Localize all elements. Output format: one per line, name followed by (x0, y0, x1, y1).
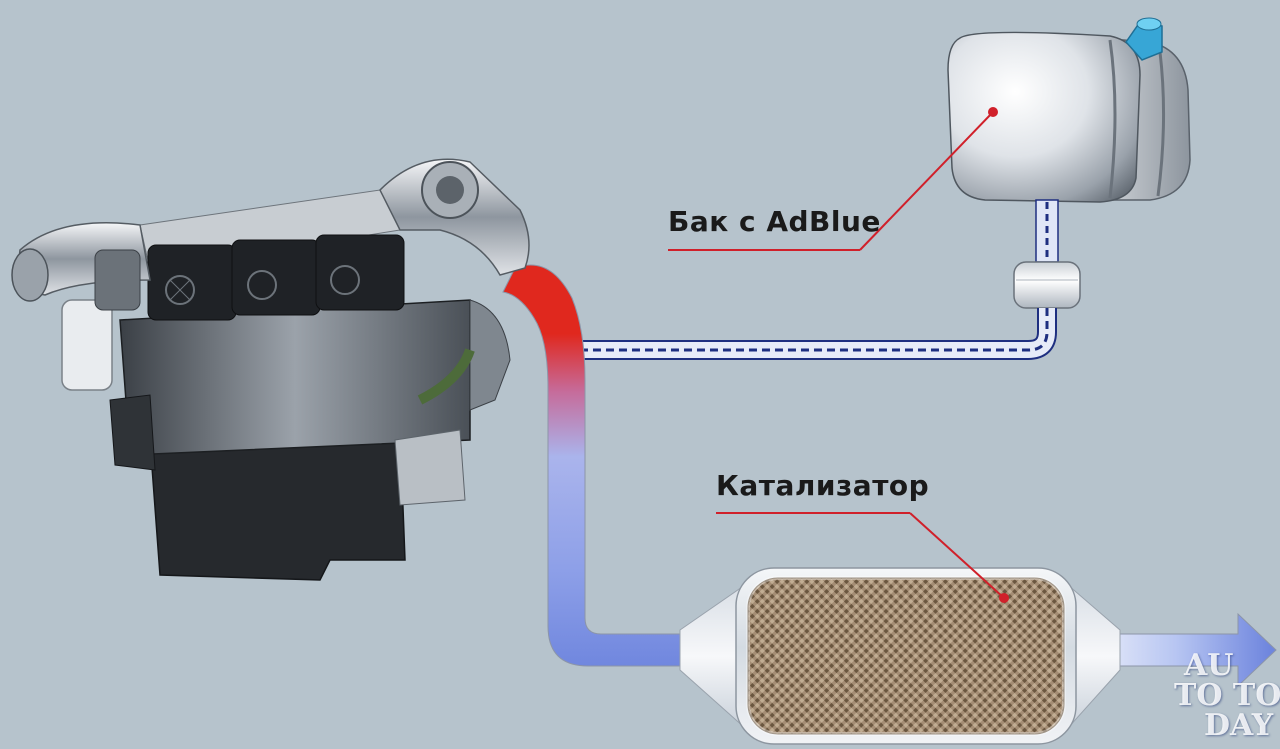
watermark-line-1: AU (1184, 648, 1234, 683)
catalyst-callout-leader (716, 512, 1009, 603)
adblue-feed-line (1035, 199, 1059, 263)
tank-callout-leader (668, 107, 998, 251)
watermark-line-3: DAY (1204, 708, 1274, 743)
catalyst-callout-dot (999, 593, 1009, 603)
tank-cap-icon (1125, 17, 1163, 61)
adblue-tank (947, 17, 1191, 203)
adblue-injection-line (582, 308, 1057, 360)
diesel-engine (11, 158, 530, 581)
catalyst-label: Катализатор (716, 469, 930, 502)
mercedes-star-icon (330, 265, 360, 295)
mercedes-star-icon (247, 270, 277, 300)
mercedes-star-icon (165, 275, 195, 305)
watermark-line-2: TO TO (1174, 678, 1280, 713)
catalytic-converter (679, 567, 1121, 745)
dosing-pump (1013, 261, 1081, 309)
adblue-tank-label: Бак с AdBlue (668, 205, 881, 238)
autotoday-watermark: AU TO TO DAY (1174, 648, 1280, 745)
tank-callout-dot (988, 107, 998, 117)
